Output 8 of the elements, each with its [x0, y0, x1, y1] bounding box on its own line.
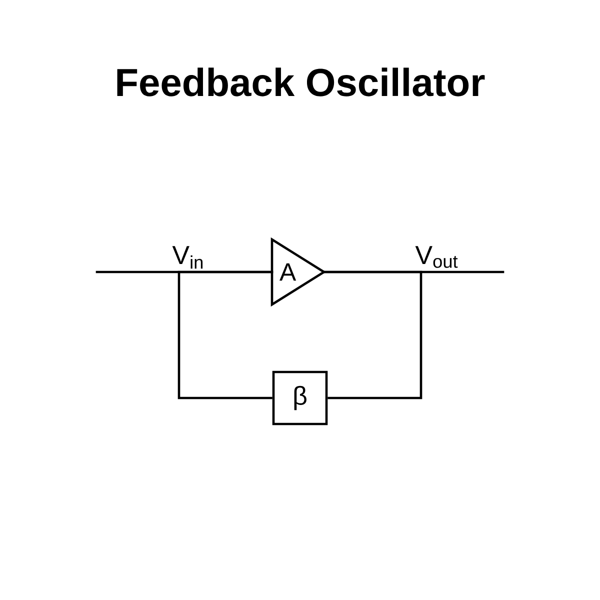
voltage-label: V$_{in}$ — [172, 246, 203, 269]
wire — [178, 270, 272, 400]
feedback-box: β — [272, 370, 328, 426]
wire — [322, 270, 504, 274]
voltage-label: V$_{out}$ — [415, 246, 458, 268]
wire — [324, 270, 422, 400]
title: Feedback Oscillator — [117, 68, 485, 96]
wire — [96, 270, 274, 274]
